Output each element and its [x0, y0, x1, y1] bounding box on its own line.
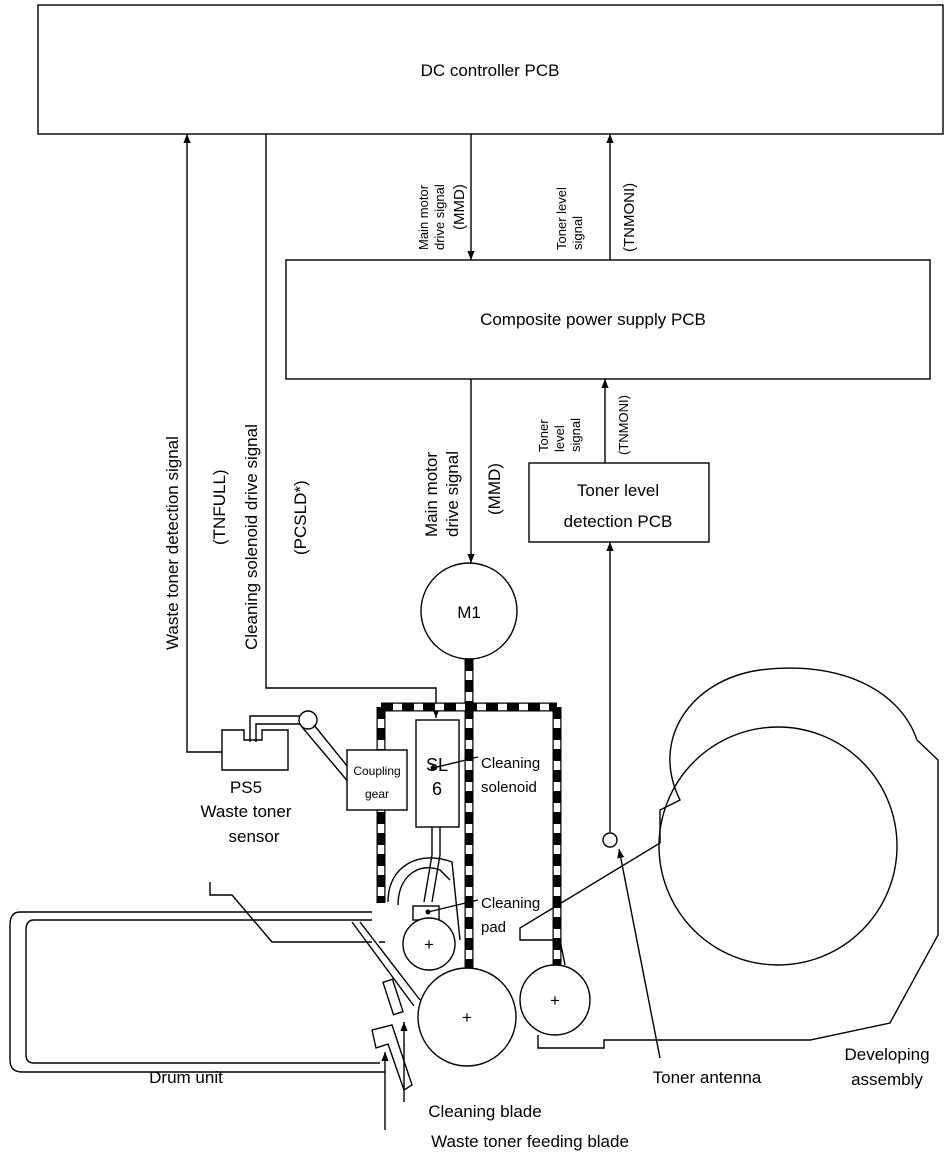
drive-shafts [376, 659, 562, 970]
tnmoni-lower-code: (TNMONI) [616, 395, 631, 455]
cleaning-pad [387, 827, 479, 941]
cleaning-roller [402, 917, 456, 971]
dc-controller-pcb-box [37, 4, 944, 135]
cleaning-blade-label: Cleaning blade [428, 1102, 541, 1121]
developing-assembly-label-1: Developing [844, 1045, 929, 1064]
cleaning-roller-plus: + [424, 935, 434, 954]
mmd-upper-label-2: drive signal [432, 184, 447, 250]
cleaning-solenoid-leader [432, 756, 479, 769]
coupling-gear-label-2: gear [365, 787, 389, 801]
coupling-gear [346, 749, 408, 811]
toner-level-detection-pcb-label-2: detection PCB [564, 512, 673, 531]
tnfull-label: Waste toner detection signal [163, 436, 182, 650]
cleaning-solenoid-sl6 [415, 719, 460, 828]
developing-assembly-housing [519, 667, 939, 1049]
composite-psu-box [285, 259, 931, 380]
tnmoni-lower-label-3: signal [568, 418, 583, 452]
waste-toner-feeding-blade-label: Waste toner feeding blade [431, 1132, 629, 1151]
composite-psu-label: Composite power supply PCB [480, 310, 706, 329]
pcsld-arrow [265, 134, 440, 718]
toner-antenna-label: Toner antenna [653, 1068, 762, 1087]
cleaning-solenoid-label-1: Cleaning [481, 755, 540, 772]
tnmoni-upper-label-1: Toner level [554, 187, 569, 250]
waste-toner-sensor-label-1: Waste toner [200, 802, 291, 821]
mmd-lower-code: (MMD) [485, 463, 504, 515]
tnfull-arrow [183, 134, 222, 753]
sl6-label-2: 6 [432, 779, 442, 799]
toner-level-detection-pcb-box [528, 462, 710, 543]
cleaning-solenoid-label-2: solenoid [481, 779, 537, 796]
developing-roller [519, 964, 591, 1036]
pcsld-code: (PCSLD*) [291, 480, 310, 555]
photosensitive-drum [417, 967, 517, 1067]
waste-toner-sensor-label-2: sensor [228, 827, 279, 846]
cleaning-pad-label-1: Cleaning [481, 895, 540, 912]
mmd-lower-label-2: drive signal [443, 451, 462, 537]
tnfull-code: (TNFULL) [210, 469, 229, 545]
mmd-upper-label-1: Main motor [416, 184, 431, 250]
mmd-upper-code: (MMD) [451, 184, 468, 230]
tnmoni-upper-label-2: signal [570, 216, 585, 250]
sl6-label-1: SL [426, 755, 448, 775]
dc-controller-pcb-label: DC controller PCB [421, 61, 560, 80]
toner-antenna [602, 832, 618, 848]
toner-antenna-leader [617, 848, 661, 1059]
coupling-gear-label-1: Coupling [353, 764, 400, 778]
mmd-lower-label-1: Main motor [422, 452, 441, 537]
drum-plus: + [462, 1008, 472, 1027]
developing-roller-plus: + [550, 991, 560, 1010]
pcsld-label: Cleaning solenoid drive signal [242, 424, 261, 650]
tnmoni-upper-code: (TNMONI) [621, 183, 638, 252]
toner-level-detection-pcb-label-1: Toner level [577, 481, 659, 500]
ps5-label: PS5 [230, 778, 262, 797]
developing-assembly-label-2: assembly [851, 1070, 923, 1089]
main-motor-m1-label: M1 [457, 603, 481, 622]
cleaning-pad-label-2: pad [481, 919, 506, 936]
drum-unit-label: Drum unit [149, 1068, 223, 1087]
tnmoni-lower-label-2: level [552, 425, 567, 452]
drum-unit-housing [9, 882, 421, 1092]
tnmoni-lower-label-1: Toner [536, 419, 551, 452]
